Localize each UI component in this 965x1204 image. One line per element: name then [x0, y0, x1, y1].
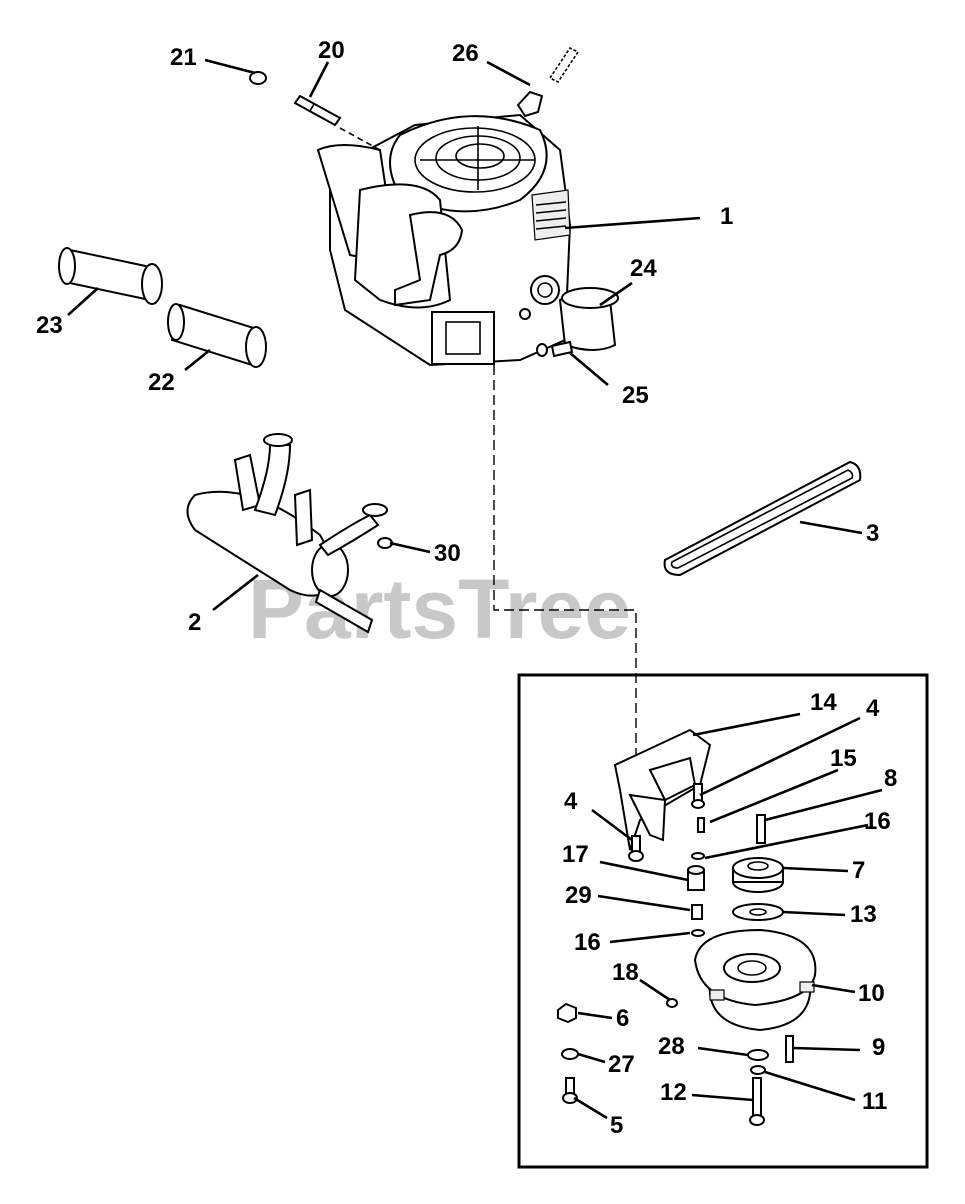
part-30-nut[interactable]	[377, 537, 393, 549]
part-23-tube[interactable]	[58, 247, 163, 305]
callout-28: 28	[658, 1033, 685, 1060]
callout-27: 27	[608, 1051, 635, 1078]
callout-15: 15	[830, 745, 857, 772]
callout-20: 20	[318, 37, 345, 64]
callout-4-left: 4	[564, 788, 578, 815]
dashed-leader	[493, 365, 637, 758]
callout-17: 17	[562, 841, 589, 868]
part-21-cap[interactable]	[249, 71, 267, 85]
callout-29: 29	[565, 882, 592, 909]
part-4-bolt-right[interactable]	[691, 783, 705, 809]
part-26-fitting[interactable]	[516, 46, 580, 118]
callout-16-upper: 16	[864, 808, 891, 835]
callout-22: 22	[148, 369, 175, 396]
callout-23: 23	[36, 312, 63, 339]
part-10-clutch[interactable]	[693, 928, 817, 1032]
part-7-pulley[interactable]	[732, 857, 784, 893]
engine[interactable]	[316, 113, 572, 367]
part-18-screw[interactable]	[666, 998, 678, 1008]
callout-5: 5	[610, 1112, 623, 1139]
part-25-fitting[interactable]	[536, 340, 574, 358]
callout-18: 18	[612, 959, 639, 986]
callout-1: 1	[720, 203, 733, 230]
part-15-pin[interactable]	[697, 817, 705, 833]
callout-12: 12	[660, 1079, 687, 1106]
callout-26: 26	[452, 40, 479, 67]
part-6-nut[interactable]	[557, 1002, 577, 1024]
leader-lines	[67, 58, 883, 1120]
part-16-washer-lower[interactable]	[691, 929, 705, 937]
callout-3: 3	[866, 520, 879, 547]
part-2-muffler[interactable]	[186, 433, 388, 634]
part-12-bolt[interactable]	[749, 1077, 765, 1126]
callout-13: 13	[850, 901, 877, 928]
part-17-spacer[interactable]	[687, 865, 705, 891]
callout-16-lower: 16	[574, 929, 601, 956]
part-22-tube[interactable]	[167, 303, 267, 368]
part-13-washer[interactable]	[732, 903, 784, 921]
part-3-belt[interactable]	[663, 460, 862, 577]
callout-7: 7	[852, 857, 865, 884]
callout-10: 10	[858, 980, 885, 1007]
part-14-bracket[interactable]	[613, 728, 712, 851]
callout-21: 21	[170, 44, 197, 71]
part-5-bolt[interactable]	[562, 1077, 578, 1104]
part-9-pin[interactable]	[785, 1035, 794, 1063]
callout-14: 14	[810, 689, 837, 716]
part-20-pin[interactable]	[293, 94, 342, 127]
callout-11: 11	[862, 1088, 887, 1115]
callout-labels: 1 2 3 4 4 5 6 7 8 9 10 11 12 13 14 15 16…	[36, 37, 897, 1139]
clutch-detail-box	[517, 673, 929, 1169]
callout-9: 9	[872, 1034, 885, 1061]
callout-25: 25	[622, 382, 649, 409]
callout-4-right: 4	[866, 695, 880, 722]
part-28-washer[interactable]	[747, 1049, 769, 1061]
part-29-bushing[interactable]	[691, 904, 703, 920]
callout-24: 24	[630, 255, 657, 282]
part-20-guide	[339, 127, 381, 151]
callout-8: 8	[884, 765, 897, 792]
callout-6: 6	[616, 1005, 629, 1032]
part-16-washer-upper[interactable]	[691, 852, 705, 860]
part-11-lockwasher[interactable]	[750, 1065, 766, 1075]
part-8-key[interactable]	[756, 814, 766, 844]
callout-30: 30	[434, 540, 461, 567]
part-27-washer[interactable]	[561, 1048, 579, 1060]
callout-2: 2	[188, 609, 201, 636]
part-4-bolt-left[interactable]	[628, 835, 644, 862]
